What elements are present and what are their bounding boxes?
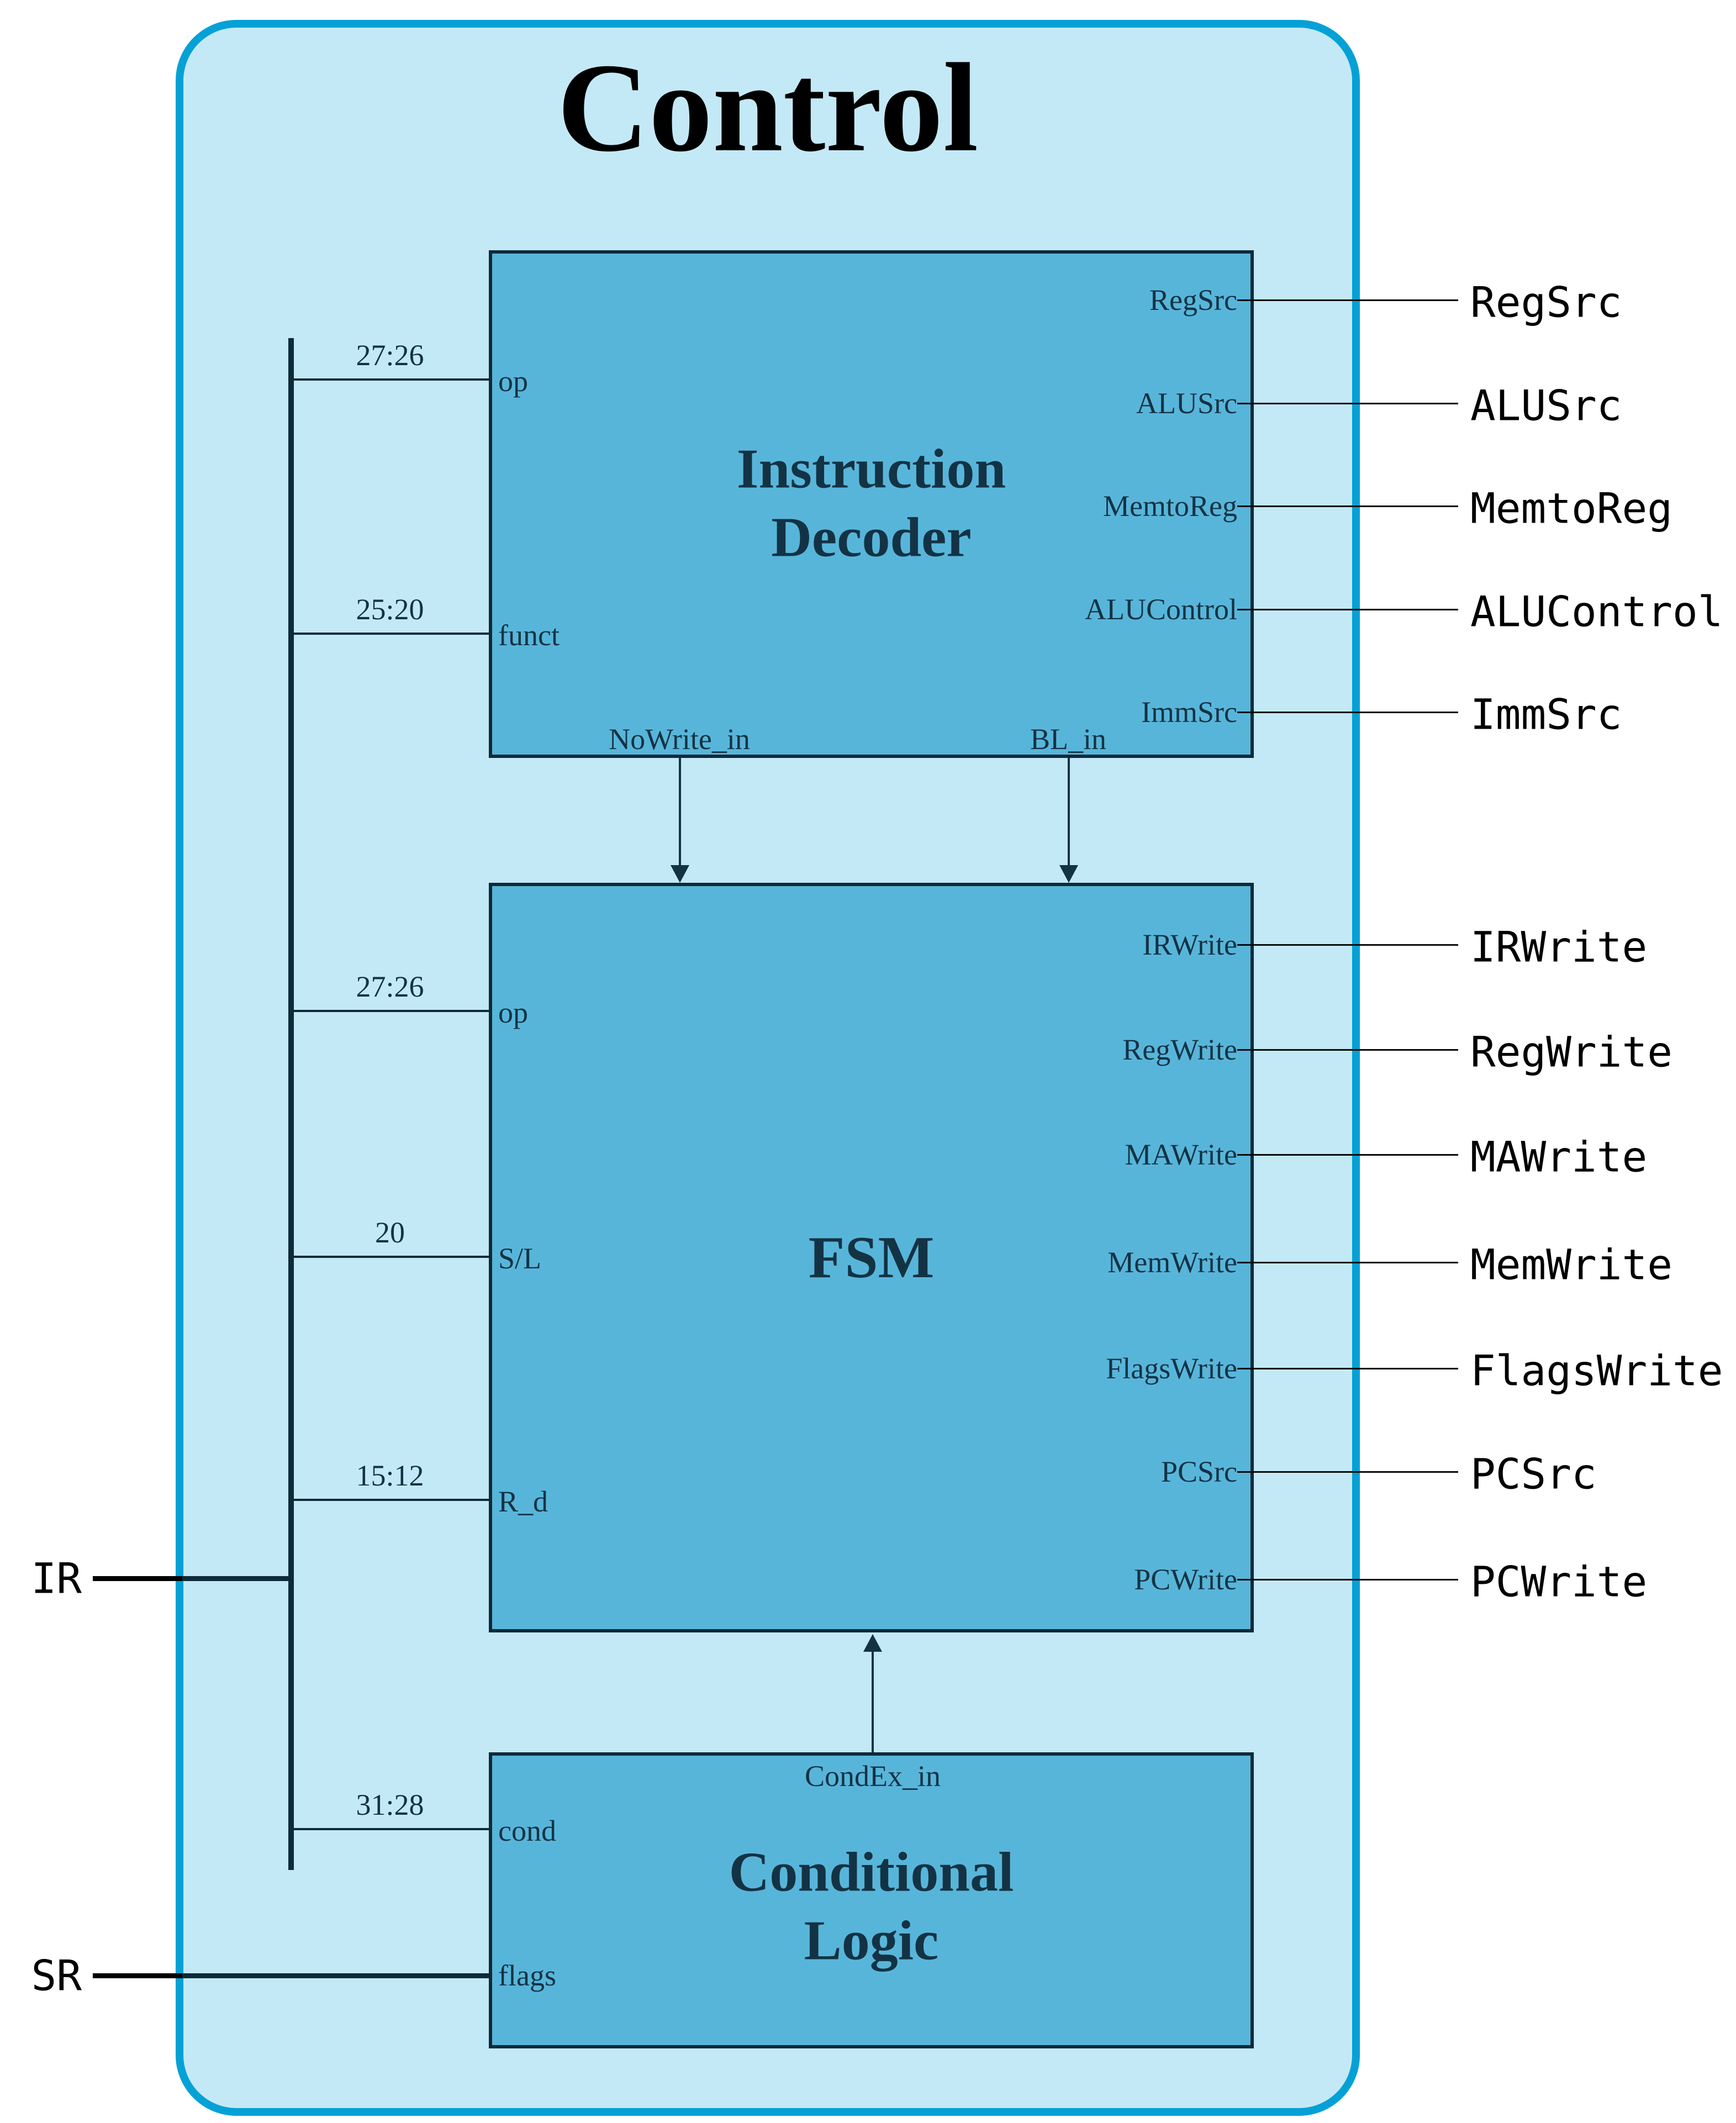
bit-range-label-20: 20 [375,1216,405,1249]
external-output-label-regwrite: RegWrite [1470,1027,1673,1077]
port-label-flags: flags [498,1959,556,1992]
conditional-logic-block [489,1752,1254,2048]
external-output-label-pcsrc: PCSrc [1470,1449,1597,1499]
output-wire-mawrite [1237,1154,1458,1156]
output-port-label-regwrite: RegWrite [1122,1033,1237,1066]
external-output-label-memtoreg: MemtoReg [1470,483,1673,533]
condex-arrow-shaft [872,1651,874,1752]
instruction-decoder-label-line1: Instruction [736,438,1006,501]
ir-input-wire-inner [182,1576,294,1581]
port-label-op-fsm: op [498,996,528,1029]
external-output-label-memwrite: MemWrite [1470,1240,1673,1289]
output-port-label-irwrite: IRWrite [1142,928,1237,961]
port-label-condex-in: CondEx_in [804,1759,941,1793]
port-label-op-decoder: op [498,365,528,398]
output-wire-pcwrite [1237,1579,1458,1581]
sr-input-label: SR [31,1951,82,2000]
output-wire-pcsrc [1237,1471,1458,1473]
bus-tap-line-cond [291,1828,490,1830]
output-port-label-memtoreg: MemtoReg [1103,489,1237,523]
sr-input-wire-outer [93,1973,182,1978]
output-wire-memtoreg [1237,505,1458,507]
conditional-logic-label: Conditional Logic [489,1838,1254,1976]
bus-tap-line-op-decoder [291,378,490,381]
fsm-block [489,883,1254,1632]
port-label-funct: funct [498,619,560,652]
bit-range-label-27-26-decoder: 27:26 [356,339,424,372]
external-output-label-mawrite: MAWrite [1470,1132,1648,1182]
output-wire-memwrite [1237,1262,1458,1263]
external-output-label-irwrite: IRWrite [1470,922,1648,972]
bl-arrow-shaft [1068,758,1070,866]
port-label-nowrite-in: NoWrite_in [609,723,750,756]
output-wire-irwrite [1237,944,1458,946]
bus-tap-line-sl [291,1256,490,1258]
port-label-sl: S/L [498,1242,542,1275]
nowrite-arrow-shaft [679,758,681,866]
ir-input-wire-outer [93,1576,182,1581]
nowrite-arrow-head-icon [671,865,689,883]
output-wire-flagswrite [1237,1368,1458,1369]
external-output-label-regsrc: RegSrc [1470,277,1622,327]
external-output-label-pcwrite: PCWrite [1470,1557,1648,1606]
ir-input-label: IR [31,1553,82,1603]
port-label-cond: cond [498,1814,556,1847]
output-port-label-alucontrol: ALUControl [1085,593,1237,626]
external-output-label-alusrc: ALUSrc [1470,381,1622,430]
output-port-label-memwrite: MemWrite [1107,1246,1237,1279]
output-wire-regsrc [1237,299,1458,301]
conditional-logic-label-line1: Conditional [729,1841,1014,1904]
bus-tap-line-funct [291,633,490,635]
bit-range-label-25-20: 25:20 [356,593,424,626]
output-wire-immsrc [1237,712,1458,713]
output-port-label-flagswrite: FlagsWrite [1106,1352,1237,1385]
condex-arrow-head-icon [863,1634,882,1652]
bus-tap-line-op-fsm [291,1010,490,1012]
output-wire-alucontrol [1237,609,1458,610]
output-port-label-mawrite: MAWrite [1125,1138,1237,1171]
sr-input-wire-inner [182,1973,490,1978]
bus-tap-line-rd [291,1499,490,1501]
fsm-label-line1: FSM [808,1225,935,1291]
output-port-label-pcsrc: PCSrc [1160,1455,1237,1488]
output-port-label-immsrc: ImmSrc [1141,696,1237,729]
bit-range-label-27-26-fsm: 27:26 [356,970,424,1003]
ir-bus-line [288,338,294,1870]
external-output-label-alucontrol: ALUControl [1470,587,1723,636]
fsm-label: FSM [489,1221,1254,1294]
external-output-label-flagswrite: FlagsWrite [1470,1346,1723,1395]
bl-arrow-head-icon [1059,865,1078,883]
bit-range-label-31-28: 31:28 [356,1788,424,1821]
output-port-label-pcwrite: PCWrite [1134,1563,1237,1596]
output-port-label-regsrc: RegSrc [1149,283,1237,317]
output-wire-alusrc [1237,403,1458,404]
external-output-label-immsrc: ImmSrc [1470,689,1622,739]
conditional-logic-label-line2: Logic [804,1910,939,1972]
control-title: Control [557,37,979,178]
bit-range-label-15-12: 15:12 [356,1459,424,1492]
output-port-label-alusrc: ALUSrc [1136,387,1237,420]
port-label-rd: R_d [498,1485,548,1518]
instruction-decoder-label: Instruction Decoder [489,435,1254,573]
output-wire-regwrite [1237,1049,1458,1051]
instruction-decoder-label-line2: Decoder [771,507,972,569]
instruction-decoder-block [489,250,1254,758]
port-label-bl-in: BL_in [1030,723,1107,756]
